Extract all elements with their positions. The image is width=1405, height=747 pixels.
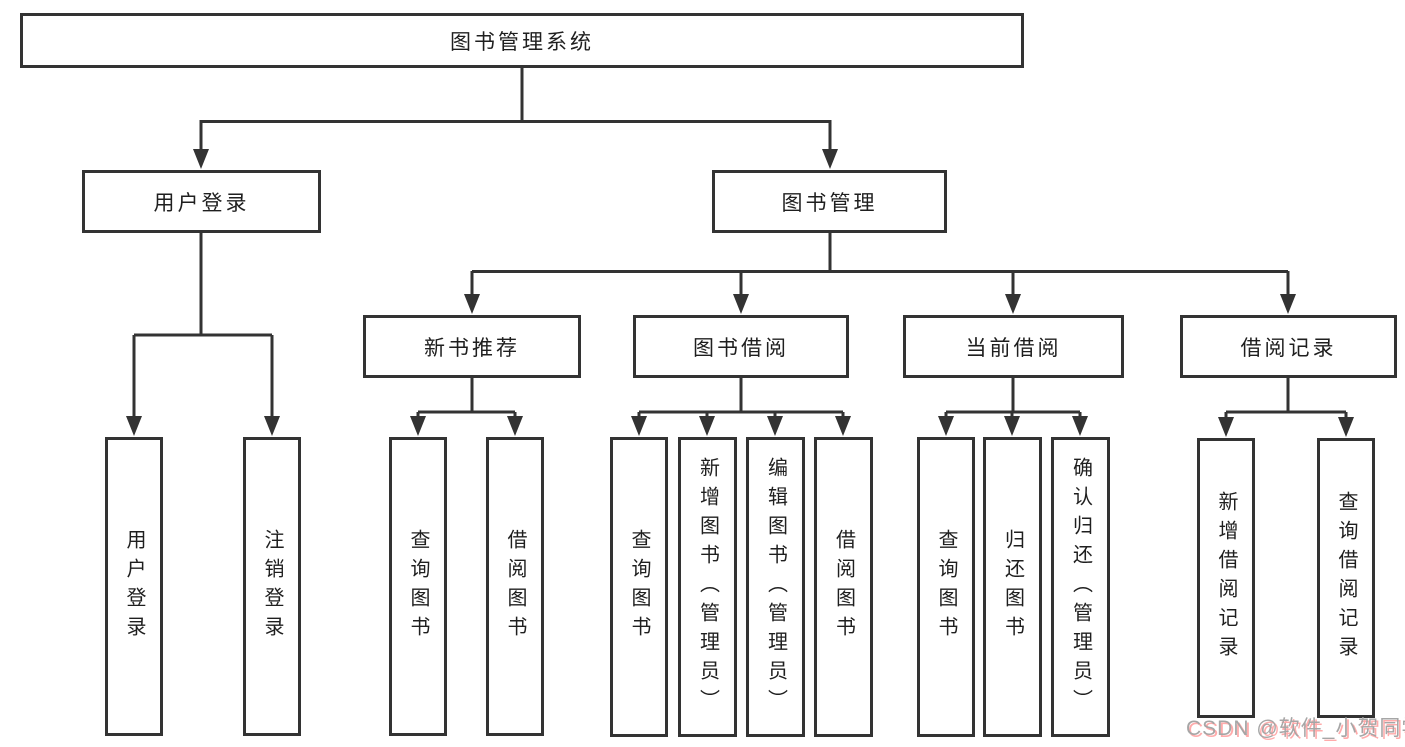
node-leaf-query-borrow-record: 查询借阅记录 xyxy=(1317,438,1375,718)
node-user-login: 用户登录 xyxy=(82,170,321,233)
node-label: 借阅图书 xyxy=(832,529,855,645)
node-leaf-borrow-books-recommend: 借阅图书 xyxy=(486,437,544,736)
arrow-down-icon xyxy=(699,416,715,436)
arrow-down-icon xyxy=(631,416,647,436)
csdn-watermark: CSDN @软件_小贺同学 xyxy=(1186,717,1405,740)
node-leaf-edit-books-admin: 编辑图书（管理员） xyxy=(746,437,805,737)
arrow-down-icon xyxy=(1005,294,1021,314)
node-leaf-query-current-books: 查询图书 xyxy=(917,437,975,737)
node-leaf-confirm-return-admin: 确认归还（管理员） xyxy=(1051,437,1110,737)
arrow-down-icon xyxy=(1004,416,1020,436)
arrowhead-icons xyxy=(126,149,1354,437)
node-label: 新增借阅记录 xyxy=(1215,491,1237,665)
node-new-book-recommend: 新书推荐 xyxy=(363,315,581,378)
node-label: 查询图书 xyxy=(628,529,650,645)
node-leaf-add-borrow-record: 新增借阅记录 xyxy=(1197,438,1255,718)
arrow-down-icon xyxy=(767,416,783,436)
node-book-management: 图书管理 xyxy=(712,170,947,233)
node-current-borrow: 当前借阅 xyxy=(903,315,1124,378)
node-book-borrow: 图书借阅 xyxy=(633,315,849,378)
arrow-down-icon xyxy=(1072,416,1088,436)
node-label: 归还图书 xyxy=(1001,529,1024,645)
arrow-down-icon xyxy=(410,416,426,436)
arrow-down-icon xyxy=(126,416,142,436)
node-label: 查询图书 xyxy=(935,529,957,645)
arrow-down-icon xyxy=(1280,294,1296,314)
node-leaf-query-books: 查询图书 xyxy=(610,437,668,737)
node-label: 查询图书 xyxy=(407,528,429,645)
node-leaf-query-books-recommend: 查询图书 xyxy=(389,437,447,736)
node-root-library-system: 图书管理系统 xyxy=(20,13,1024,68)
arrow-down-icon xyxy=(822,149,838,169)
arrow-down-icon xyxy=(1218,417,1234,437)
arrow-down-icon xyxy=(835,416,851,436)
node-leaf-logout: 注销登录 xyxy=(243,437,301,736)
node-label: 新增图书（管理员） xyxy=(696,456,719,718)
node-leaf-add-books-admin: 新增图书（管理员） xyxy=(678,437,737,737)
node-leaf-return-books: 归还图书 xyxy=(983,437,1042,737)
node-label: 注销登录 xyxy=(261,528,283,645)
arrow-down-icon xyxy=(1338,417,1354,437)
arrow-down-icon xyxy=(464,294,480,314)
node-label: 查询借阅记录 xyxy=(1335,491,1357,665)
arrow-down-icon xyxy=(733,294,749,314)
arrow-down-icon xyxy=(264,416,280,436)
arrow-down-icon xyxy=(938,416,954,436)
node-leaf-borrow-books: 借阅图书 xyxy=(814,437,873,737)
node-label: 确认归还（管理员） xyxy=(1069,456,1092,718)
node-leaf-user-login: 用户登录 xyxy=(105,437,163,736)
arrow-down-icon xyxy=(507,416,523,436)
node-label: 借阅图书 xyxy=(504,528,526,645)
arrow-down-icon xyxy=(193,149,209,169)
node-label: 编辑图书（管理员） xyxy=(764,456,787,718)
node-label: 用户登录 xyxy=(123,528,145,645)
node-borrow-records: 借阅记录 xyxy=(1180,315,1397,378)
